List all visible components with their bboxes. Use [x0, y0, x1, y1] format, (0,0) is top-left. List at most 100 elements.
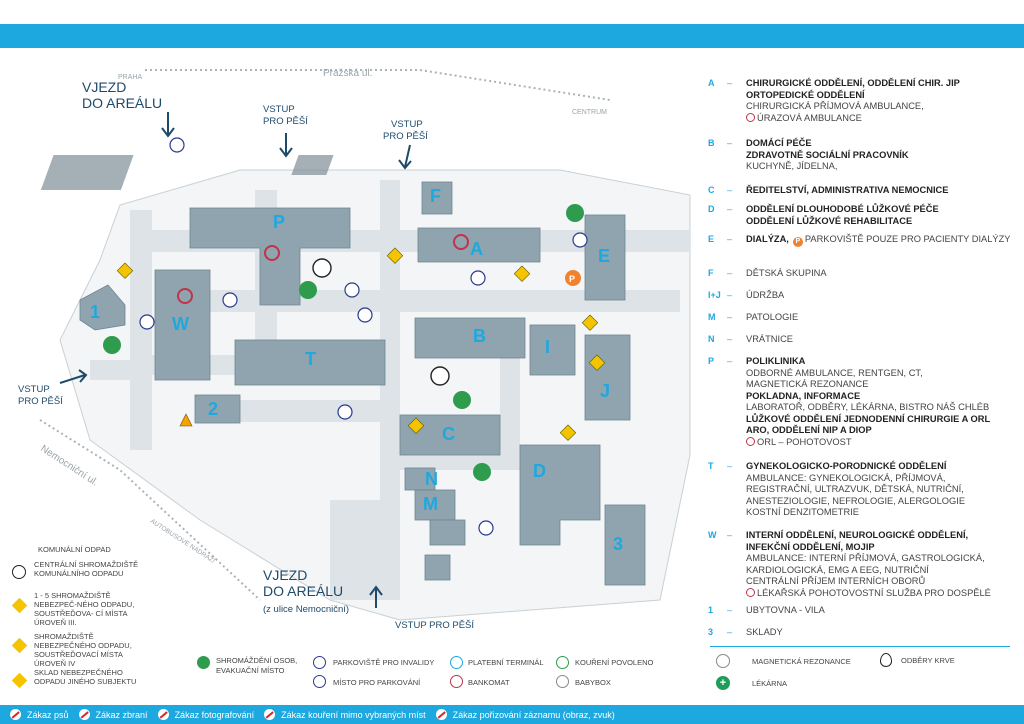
svg-text:1: 1: [90, 302, 100, 322]
legend-key: W: [708, 530, 717, 540]
prohibition-label: Zákaz psů: [27, 709, 69, 720]
svg-text:W: W: [172, 314, 189, 334]
legend-text: DIALÝZA,: [746, 234, 789, 244]
legend-assembly: SHROMÁŽDĚNÍ OSOB, EVAKUAČNÍ MÍSTO: [216, 656, 298, 675]
building-i: [529, 324, 576, 376]
legend-body: DĚTSKÁ SKUPINA: [746, 268, 1018, 280]
legend-text: ODDĚLENÍ DLOUHODOBÉ LŮŽKOVÉ PÉČE: [746, 204, 939, 214]
svg-text:C: C: [442, 424, 455, 444]
prohibition-item: Zákaz fotografování: [157, 709, 254, 720]
svg-text:A: A: [470, 239, 483, 259]
legend-body: INTERNÍ ODDĚLENÍ, NEUROLOGICKÉ ODDĚLENÍ,…: [746, 530, 1018, 599]
legend-body: SKLADY: [746, 627, 1018, 639]
legend-key: F: [708, 268, 714, 278]
legend-text: ANESTEZIOLOGIE, NEFROLOGIE, ALERGOLOGIE: [746, 495, 966, 506]
legend-line: LABORATOŘ, ODBĚRY, LÉKÁRNA, BISTRO NÁŠ C…: [746, 402, 1018, 414]
legend-text: UBYTOVNA - VILA: [746, 605, 825, 615]
legend-line: KOSTNÍ DENZITOMETRIE: [746, 507, 1018, 519]
legend-line: UBYTOVNA - VILA: [746, 605, 1018, 617]
entrance-bottom-1: VJEZD: [263, 567, 307, 583]
legend-text: POLIKLINIKA: [746, 356, 806, 366]
legend-dash: –: [727, 138, 733, 148]
entrance-top-2: DO AREÁLU: [82, 95, 162, 111]
legend-line: POKLADNA, INFORMACE: [746, 391, 1018, 403]
legend-text: ZDRAVOTNĚ SOCIÁLNÍ PRACOVNÍK: [746, 149, 909, 160]
building-t: [234, 339, 386, 386]
legend-line: DOMÁCÍ PÉČE: [746, 138, 1018, 150]
legend-line: ODDĚLENÍ LŮŽKOVÉ REHABILITACE: [746, 216, 1018, 228]
legend-line: ANESTEZIOLOGIE, NEFROLOGIE, ALERGOLOGIE: [746, 496, 1018, 508]
legend-text: CENTRÁLNÍ PŘÍJEM INTERNÍCH OBORŮ: [746, 576, 926, 586]
svg-text:D: D: [533, 461, 546, 481]
prohibition-icon: [435, 709, 447, 720]
legend-text: ODDĚLENÍ LŮŽKOVÉ REHABILITACE: [746, 215, 913, 226]
legend-dash: –: [727, 234, 733, 244]
building-m: [414, 489, 456, 521]
legend-text: ORTOPEDICKÉ ODDĚLENÍ: [746, 89, 865, 100]
legend-key: T: [708, 461, 714, 471]
svg-text:P: P: [273, 212, 285, 232]
legend-key: C: [708, 185, 715, 195]
smoking-icon: [556, 656, 569, 669]
legend-dash: –: [727, 290, 733, 300]
legend-dash: –: [727, 204, 733, 214]
legend-pharmacy: LÉKÁRNA: [752, 679, 788, 688]
legend-key: I+J: [708, 290, 721, 300]
legend-body: ÚDRŽBA: [746, 290, 1018, 302]
street-prazska: Pražská ul.: [323, 68, 372, 79]
legend-line: PATOLOGIE: [746, 312, 1018, 324]
legend-text: DOMÁCÍ PÉČE: [746, 138, 812, 148]
street-nemocnicni: Nemocniční ul.: [38, 443, 99, 488]
legend-atm: BANKOMAT: [468, 678, 510, 687]
legend-line: LÉKAŘSKÁ POHOTOVOSTNÍ SLUŽBA PRO DOSPĚLÉ: [746, 587, 1018, 600]
building-b: [414, 317, 526, 359]
legend-line: REGISTRAČNÍ, ULTRAZVUK, DĚTSKÁ, NUTRIČNÍ…: [746, 484, 1018, 496]
legend-dash: –: [727, 185, 733, 195]
legend-line: CENTRÁLNÍ PŘÍJEM INTERNÍCH OBORŮ: [746, 576, 1018, 588]
legend-text: INFEKČNÍ ODDĚLENÍ, MOJIP: [746, 541, 875, 552]
waste-central: CENTRÁLNÍ SHROMAŽDIŠTĚ KOMUNÁLNÍHO ODPAD…: [34, 560, 139, 578]
legend-line: KUCHYNĚ, JÍDELNA,: [746, 161, 1018, 173]
legend-key: D: [708, 204, 715, 214]
legend-text: DĚTSKÁ SKUPINA: [746, 268, 827, 278]
legend-text: LABORATOŘ, ODBĚRY, LÉKÁRNA, BISTRO NÁŠ C…: [746, 402, 990, 412]
legend-key: A: [708, 78, 715, 88]
building-e: [584, 214, 626, 301]
legend-text-tail: PARKOVIŠTĚ POUZE PRO PACIENTY DIALÝZY: [804, 234, 1011, 244]
legend-text: AMBULANCE: INTERNÍ PŘÍJMOVÁ, GASTROLOGIC…: [746, 553, 985, 563]
ped-left-2: PRO PĚŠÍ: [18, 396, 63, 407]
svg-text:I: I: [545, 337, 550, 357]
building-j: [584, 334, 631, 421]
legend-line: ŘEDITELSTVÍ, ADMINISTRATIVA NEMOCNICE: [746, 185, 1018, 197]
legend-key: N: [708, 334, 715, 344]
prohibition-item: Zákaz psů: [10, 709, 69, 720]
legend-text: SKLADY: [746, 627, 783, 637]
waste-hazard2: SHROMAŽDIŠTĚ NEBEZPEČNÉHO ODPADU, SOUSTŘ…: [34, 632, 132, 668]
legend-text: LÉKAŘSKÁ POHOTOVOSTNÍ SLUŽBA PRO DOSPĚLÉ: [757, 587, 991, 598]
legend-line: AMBULANCE: INTERNÍ PŘÍJMOVÁ, GASTROLOGIC…: [746, 553, 1018, 565]
svg-text:2: 2: [208, 399, 218, 419]
legend-body: POLIKLINIKA ODBORNÉ AMBULANCE, RENTGEN, C…: [746, 356, 1018, 448]
prohibition-item: Zákaz kouření mimo vybraných míst: [264, 709, 426, 720]
svg-text:E: E: [598, 246, 610, 266]
legend-line: DĚTSKÁ SKUPINA: [746, 268, 1018, 280]
legend-line: VRÁTNICE: [746, 334, 1018, 346]
ped-top1-2: PRO PĚŠÍ: [263, 116, 308, 127]
legend-key: 3: [708, 627, 714, 637]
ring-icon: [746, 112, 755, 122]
atm-icon: [450, 675, 463, 688]
ring-icon: [746, 436, 755, 446]
legend-dash: –: [727, 627, 733, 637]
parking-icon: [313, 675, 326, 688]
legend-line: INFEKČNÍ ODDĚLENÍ, MOJIP: [746, 542, 1018, 554]
ped-bottom: VSTUP PRO PĚŠÍ: [395, 620, 474, 631]
legend-dash: –: [727, 461, 733, 471]
legend-text: CHIRURGICKÉ ODDĚLENÍ, ODDĚLENÍ CHIR. JIP: [746, 78, 960, 88]
legend-line: ODBORNÉ AMBULANCE, RENTGEN, CT,: [746, 368, 1018, 380]
legend-text: KOSTNÍ DENZITOMETRIE: [746, 507, 859, 517]
street-centrum: CENTRUM: [572, 109, 607, 116]
